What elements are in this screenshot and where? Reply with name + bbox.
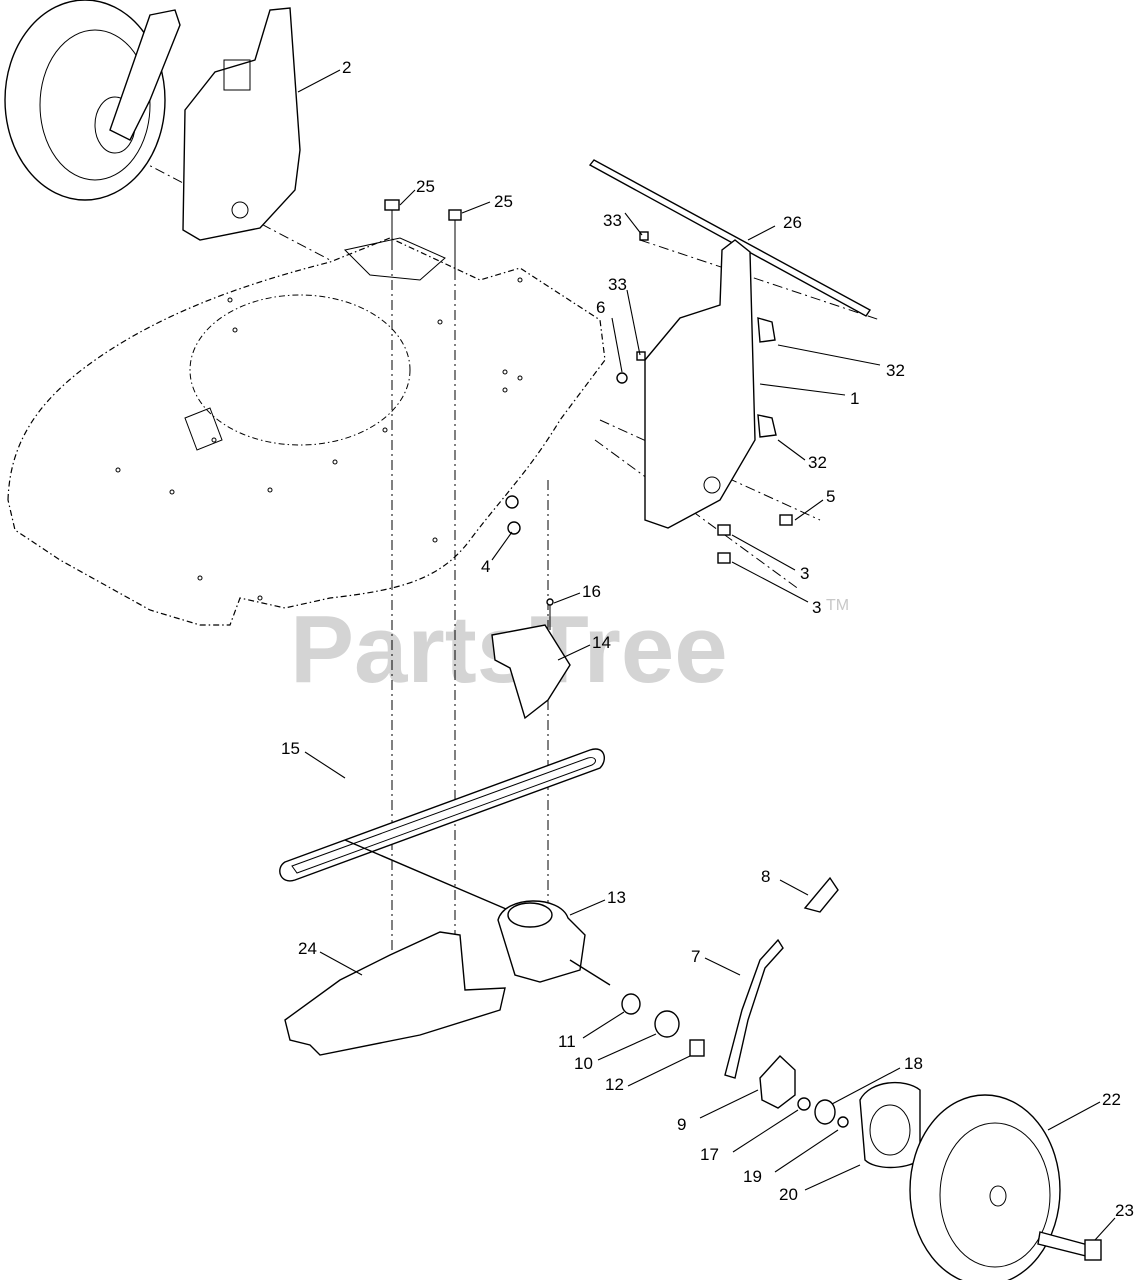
bushings [621,993,705,1057]
callout-14: 14 [592,633,611,652]
callout-33: 33 [608,275,627,294]
bracket-14 [491,598,571,720]
callout-22: 22 [1102,1090,1121,1109]
belt-15 [279,748,606,882]
callout-13: 13 [607,888,626,907]
transmission-13 [344,839,611,986]
callout-16: 16 [582,582,601,601]
callout-3: 3 [800,564,809,583]
rod-26 [588,159,872,317]
callout-19: 19 [743,1167,762,1186]
callout-26: 26 [783,213,802,232]
leader-lines [297,69,1116,1241]
watermark: PartsTree TM [290,596,849,703]
callout-5: 5 [826,487,835,506]
shield-24 [284,931,506,1056]
callout-17: 17 [700,1145,719,1164]
callout-12: 12 [605,1075,624,1094]
rear-wheel-22 [909,1094,1061,1280]
fasteners [505,231,793,564]
callout-33: 33 [603,211,622,230]
callout-25: 25 [494,192,513,211]
callout-7: 7 [691,947,700,966]
callout-6: 6 [596,298,605,317]
callout-32: 32 [886,361,905,380]
hub-cup-20 [859,1081,921,1169]
lever-7-8 [724,876,839,1079]
callout-8: 8 [761,867,770,886]
callout-15: 15 [281,739,300,758]
mower-deck [7,237,606,626]
callout-20: 20 [779,1185,798,1204]
front-wheel-left [4,0,181,201]
deck-holes [115,277,523,601]
callout-18: 18 [904,1054,923,1073]
callout-11: 11 [558,1032,576,1051]
bolt-23 [1037,1231,1102,1261]
callout-24: 24 [298,939,317,958]
bolts-25 [384,199,462,280]
callout-32: 32 [808,453,827,472]
callouts: 2 25 25 26 33 33 6 32 1 32 5 3 3 4 16 14… [281,58,1134,1220]
callout-9: 9 [677,1115,686,1134]
height-plate-right [644,239,777,529]
gear-parts [759,1055,849,1128]
callout-2: 2 [342,58,351,77]
callout-23: 23 [1115,1201,1134,1220]
callout-4: 4 [481,557,490,576]
height-plate-left [182,7,301,241]
callout-25: 25 [416,177,435,196]
callout-1: 1 [850,389,859,408]
callout-3: 3 [812,598,821,617]
watermark-tm: TM [826,597,849,614]
callout-10: 10 [574,1054,593,1073]
